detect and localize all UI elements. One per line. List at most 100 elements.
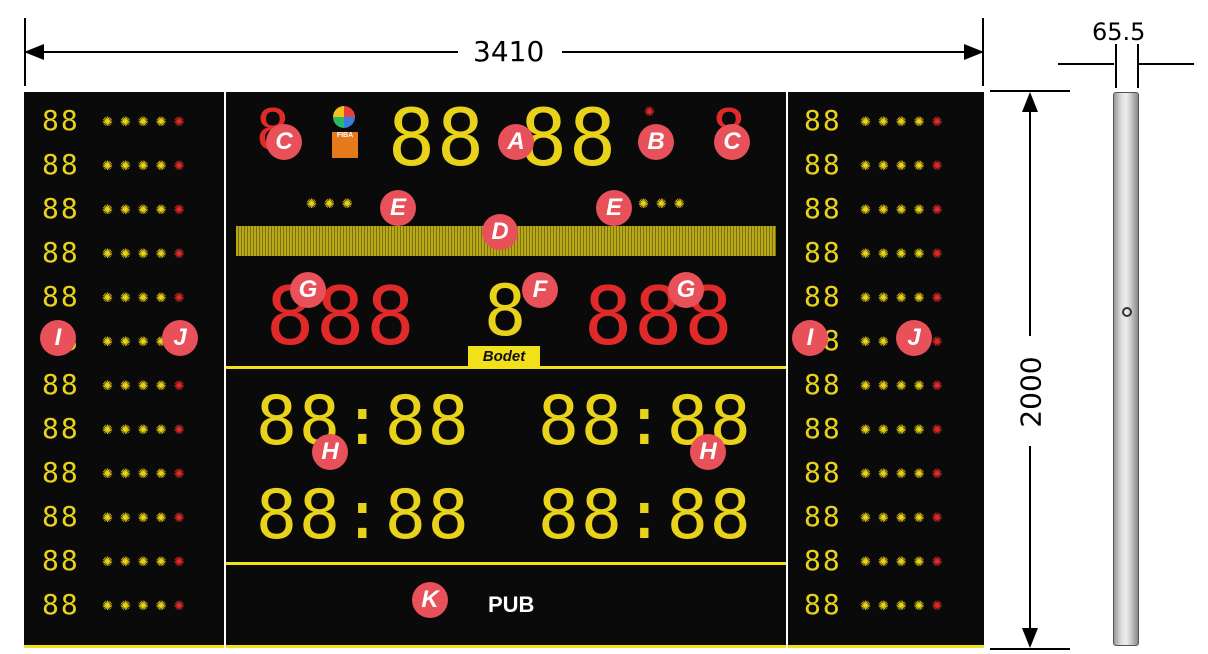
label-G-right: G: [668, 272, 704, 308]
player-number-digits: 88: [42, 236, 80, 269]
height-ext-top: [990, 90, 1070, 92]
height-line-bottom: [1029, 446, 1031, 642]
score-home: 888: [266, 270, 417, 363]
foul-dots: ✺✺✺✺✺: [860, 158, 950, 173]
player-number-digits: 88: [42, 192, 80, 225]
period-digit: 8: [484, 270, 529, 352]
label-G-left: G: [290, 272, 326, 308]
foul-dots: ✺✺✺✺✺: [860, 114, 950, 129]
player-number-digits: 88: [804, 368, 842, 401]
fiba-globe-icon: [333, 106, 355, 128]
foul-dots: ✺✺✺✺✺: [860, 246, 950, 261]
label-J-right: J: [896, 320, 932, 356]
main-clock-seconds: 88: [520, 94, 618, 184]
player-number-digits: 88: [42, 588, 80, 621]
label-C-right: C: [714, 124, 750, 160]
indicator-B-dot: ✺: [644, 104, 662, 119]
label-A: A: [498, 124, 534, 160]
foul-dots: ✺✺✺✺✺: [102, 510, 192, 525]
center-bottom-line: [226, 645, 786, 648]
player-number-digits: 88: [804, 280, 842, 313]
center-divider-bottom: [226, 562, 786, 565]
center-divider-top: [226, 366, 786, 369]
label-I-left: I: [40, 320, 76, 356]
player-number-digits: 88: [42, 280, 80, 313]
depth-ext-left: [1115, 44, 1117, 88]
width-label: 3410: [473, 35, 545, 68]
player-number-digits: 88: [804, 588, 842, 621]
foul-dots: ✺✺✺✺✺: [102, 114, 192, 129]
right-bottom-line: [788, 645, 984, 648]
foul-dots: ✺✺✺✺✺: [860, 422, 950, 437]
label-D: D: [482, 214, 518, 250]
possession-dots-right: ✺✺✺: [638, 196, 692, 211]
height-line-top: [1029, 96, 1031, 336]
player-number-digits: 88: [804, 236, 842, 269]
foul-dots: ✺✺✺✺✺: [102, 554, 192, 569]
player-number-digits: 88: [42, 500, 80, 533]
width-arrow-left-line: [28, 51, 458, 53]
arrow-up-icon: [1022, 92, 1038, 112]
label-H-left: H: [312, 434, 348, 470]
depth-ext-right: [1137, 44, 1139, 88]
mounting-hole: [1122, 307, 1132, 317]
foul-dots: ✺✺✺✺✺: [860, 290, 950, 305]
height-label: 2000: [1014, 356, 1048, 428]
foul-dots: ✺✺✺✺✺: [860, 554, 950, 569]
player-number-digits: 88: [804, 148, 842, 181]
depth-line-left: [1058, 63, 1114, 65]
foul-dots: ✺✺✺✺✺: [860, 202, 950, 217]
side-profile: [1113, 92, 1139, 646]
foul-dots: ✺✺✺✺✺: [860, 598, 950, 613]
pub-text: PUB: [488, 592, 535, 617]
player-number-digits: 88: [42, 544, 80, 577]
center-panel: 8 8 FIBA 88 88 ✺ ✺✺✺ ✺✺✺ 888 888 8 Bodet…: [226, 92, 786, 648]
clock-bottom-left: 88:88: [256, 476, 471, 555]
label-J-left: J: [162, 320, 198, 356]
left-player-panel: 88 ✺✺✺✺✺ 88 ✺✺✺✺✺ 88 ✺✺✺✺✺ 88 ✺✺✺✺✺ 88 ✺✺✺✺✺ 88 ✺✺✺…: [24, 92, 224, 648]
player-number-digits: 88: [42, 148, 80, 181]
player-number-digits: 88: [42, 412, 80, 445]
foul-dots: ✺✺✺✺✺: [102, 202, 192, 217]
player-number-digits: 88: [42, 368, 80, 401]
score-guest: 888: [584, 270, 735, 363]
main-clock-minutes: 88: [388, 94, 486, 184]
clock-bottom-right: 88:88: [538, 476, 753, 555]
label-C-left: C: [266, 124, 302, 160]
label-B: B: [638, 124, 674, 160]
depth-label: 65.5: [1092, 18, 1146, 46]
label-E-right: E: [596, 190, 632, 226]
foul-dots: ✺✺✺✺✺: [860, 378, 950, 393]
label-I-right: I: [792, 320, 828, 356]
foul-dots: ✺✺✺✺✺: [102, 598, 192, 613]
foul-dots: ✺✺✺✺✺: [102, 466, 192, 481]
player-number-digits: 88: [804, 192, 842, 225]
depth-line-right: [1138, 63, 1194, 65]
foul-dots: ✺✺✺✺✺: [860, 510, 950, 525]
width-arrow-right-line: [562, 51, 978, 53]
label-E-left: E: [380, 190, 416, 226]
player-number-digits: 88: [42, 456, 80, 489]
possession-dots-left: ✺✺✺: [306, 196, 360, 211]
label-F: F: [522, 272, 558, 308]
arrow-right-icon: [964, 44, 984, 60]
foul-dots: ✺✺✺✺✺: [102, 290, 192, 305]
foul-dots: ✺✺✺✺✺: [102, 246, 192, 261]
height-ext-bottom: [990, 648, 1070, 650]
right-player-panel: 88 ✺✺✺✺✺ 88 ✺✺✺✺✺ 88 ✺✺✺✺✺ 88 ✺✺✺✺✺ 88 ✺✺✺✺✺ 88 ✺✺✺…: [788, 92, 984, 648]
foul-dots: ✺✺✺✺✺: [860, 466, 950, 481]
player-number-digits: 88: [804, 544, 842, 577]
player-number-digits: 88: [804, 104, 842, 137]
clock-top-left: 88:88: [256, 382, 471, 461]
left-bottom-line: [24, 645, 224, 648]
player-number-digits: 88: [804, 456, 842, 489]
foul-dots: ✺✺✺✺✺: [102, 378, 192, 393]
player-number-digits: 88: [804, 500, 842, 533]
label-K: K: [412, 582, 448, 618]
foul-dots: ✺✺✺✺✺: [102, 158, 192, 173]
player-number-digits: 88: [42, 104, 80, 137]
arrow-down-icon: [1022, 628, 1038, 648]
bodet-logo: Bodet: [468, 346, 540, 366]
player-number-digits: 88: [804, 412, 842, 445]
fiba-logo: FIBA: [332, 132, 358, 158]
